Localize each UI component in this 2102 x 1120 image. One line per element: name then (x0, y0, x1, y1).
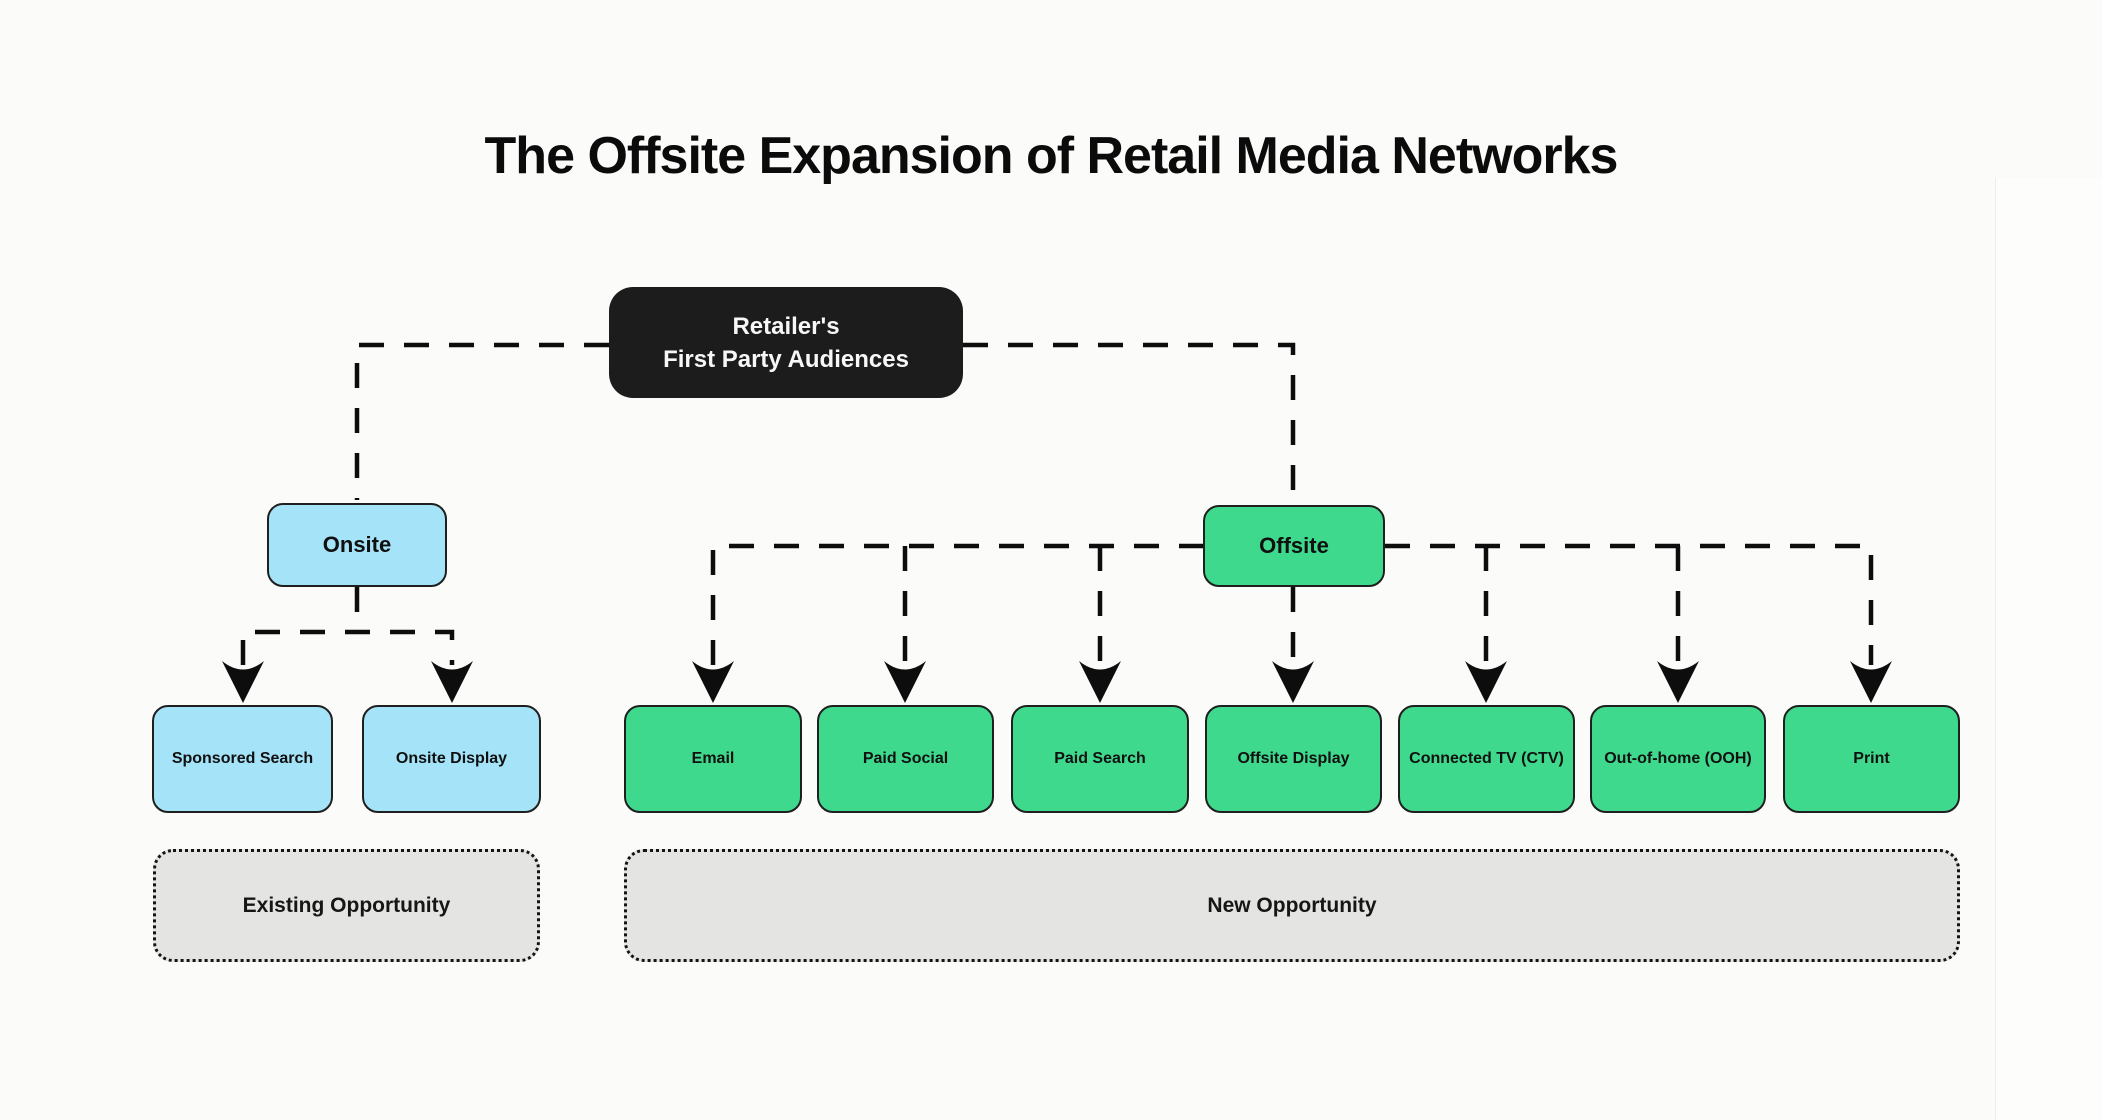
node-onsite-display: Onsite Display (362, 705, 541, 813)
node-root-label-line2: First Party Audiences (663, 345, 909, 373)
arrowhead-down-icon (431, 661, 473, 703)
node-onsite-label: Onsite (322, 532, 392, 557)
node-root-label-line1: Retailer's (732, 312, 840, 340)
node-email-label: Email (691, 750, 735, 767)
connector-offsite-rail-right (1385, 543, 1874, 665)
zone-new-opportunity-label: New Opportunity (1207, 893, 1377, 917)
node-offsite-label: Offsite (1259, 533, 1329, 558)
node-onsite: Onsite (267, 503, 447, 587)
node-paid-search-label: Paid Search (1054, 750, 1146, 767)
diagram-title: The Offsite Expansion of Retail Media Ne… (484, 127, 1619, 185)
node-connected-tv: Connected TV (CTV) (1398, 705, 1575, 813)
zone-existing-opportunity: Existing Opportunity (153, 849, 540, 962)
connector-onsite-rail (240, 629, 455, 665)
node-offsite-display-label: Offsite Display (1237, 750, 1350, 767)
node-paid-social-label: Paid Social (862, 750, 949, 767)
arrowhead-down-icon (1465, 661, 1507, 703)
node-print-label: Print (1853, 750, 1890, 767)
zone-existing-opportunity-label: Existing Opportunity (242, 893, 451, 917)
node-offsite: Offsite (1203, 505, 1385, 587)
arrowhead-down-icon (1272, 661, 1314, 703)
zone-new-opportunity: New Opportunity (624, 849, 1960, 962)
node-email: Email (624, 705, 802, 813)
node-out-of-home-label: Out-of-home (OOH) (1604, 750, 1752, 767)
arrowhead-down-icon (1079, 661, 1121, 703)
canvas-right-boundary (1995, 178, 2102, 1120)
arrowhead-down-icon (692, 661, 734, 703)
node-sponsored-search-label: Sponsored Search (171, 750, 314, 767)
node-print: Print (1783, 705, 1960, 813)
node-onsite-display-label: Onsite Display (395, 750, 508, 767)
node-sponsored-search: Sponsored Search (152, 705, 333, 813)
node-paid-search: Paid Search (1011, 705, 1189, 813)
node-root-label: Retailer's First Party Audiences (663, 310, 909, 376)
node-connected-tv-label: Connected TV (CTV) (1409, 750, 1564, 767)
connector-root-to-onsite (354, 342, 609, 500)
arrowhead-down-icon (1850, 661, 1892, 703)
node-out-of-home: Out-of-home (OOH) (1590, 705, 1766, 813)
connector-root-to-offsite (963, 342, 1296, 502)
node-retailers-first-party-audiences: Retailer's First Party Audiences (609, 287, 963, 398)
arrowhead-down-icon (884, 661, 926, 703)
connector-offsite-rail-left (710, 543, 1203, 665)
node-offsite-display: Offsite Display (1205, 705, 1382, 813)
arrowhead-down-icon (222, 661, 264, 703)
node-paid-social: Paid Social (817, 705, 994, 813)
arrowhead-down-icon (1657, 661, 1699, 703)
